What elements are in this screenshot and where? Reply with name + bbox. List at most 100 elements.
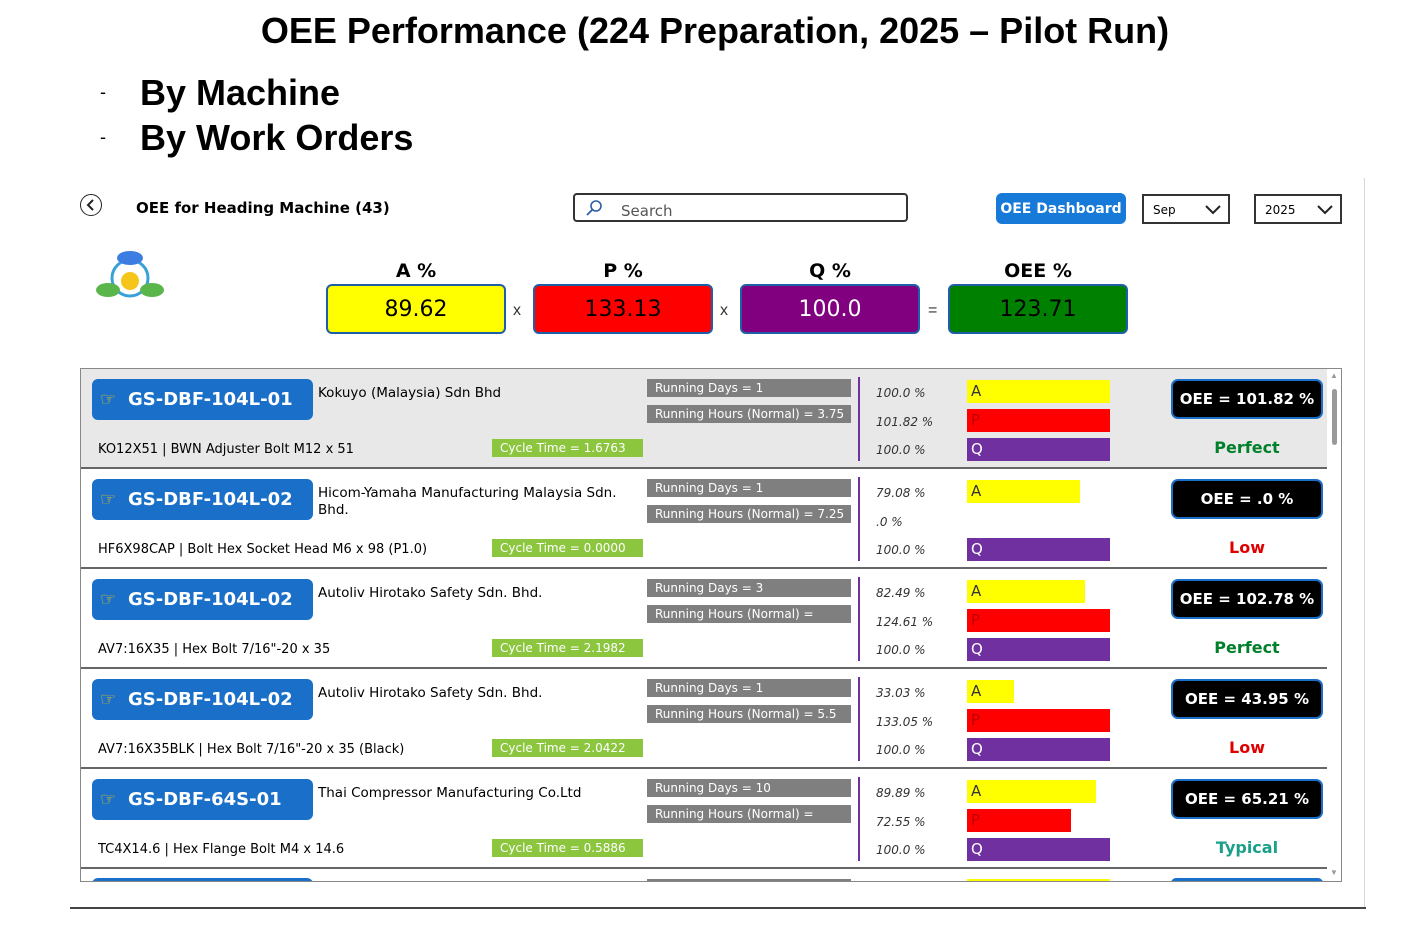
month-dropdown[interactable]: Sep bbox=[1142, 194, 1230, 224]
bullet-item: - By Machine bbox=[100, 70, 413, 115]
kpi-oee-value: 123.71 bbox=[948, 284, 1128, 334]
p-percent: 72.55 % bbox=[876, 815, 926, 829]
multiply-operator: x bbox=[513, 302, 521, 319]
a-percent: 89.89 % bbox=[876, 786, 926, 800]
running-days-badge: Running Days = 1 bbox=[647, 379, 851, 397]
cycle-time-badge: Cycle Time = 2.0422 bbox=[492, 739, 643, 757]
status-label: Perfect bbox=[1214, 438, 1280, 457]
part-description: AV7:16X35 | Hex Bolt 7/16"-20 x 35 bbox=[98, 642, 331, 657]
year-value: 2025 bbox=[1265, 203, 1296, 217]
cycle-time-badge: Cycle Time = 0.5886 bbox=[492, 839, 643, 857]
a-bar: A bbox=[967, 780, 1096, 803]
customer-name: Hicom-Yamaha Manufacturing Malaysia Sdn.… bbox=[318, 485, 617, 518]
table-row[interactable]: ☞GS-DBF-104L-01 Kokuyo (Malaysia) Sdn Bhd… bbox=[81, 369, 1327, 469]
multiply-operator: x bbox=[720, 302, 728, 319]
customer-name: Thai Compressor Manufacturing Co.Ltd bbox=[318, 785, 582, 801]
oee-value-box: OEE = 101.82 % bbox=[1171, 379, 1323, 419]
scroll-down-arrow[interactable]: ▼ bbox=[1330, 868, 1338, 877]
kpi-a-label: A % bbox=[395, 260, 437, 282]
table-row[interactable]: ☞ GS-DBF-104L-02 Autoliv Hirotako Safety S… bbox=[81, 669, 1327, 769]
q-bar: Q bbox=[967, 838, 1110, 861]
q-percent: 100.0 % bbox=[876, 543, 926, 557]
table-row[interactable]: ☞GS-DBF-104L-02 Autoliv Hirotako Safety S… bbox=[81, 569, 1327, 669]
customer-name: Autoliv Hirotako Safety Sdn. Bhd. bbox=[318, 685, 543, 701]
running-hours-badge: Running Hours (Normal) = 14.75 bbox=[647, 605, 851, 639]
a-bar: A bbox=[967, 580, 1085, 603]
running-hours-badge: Running Hours (Normal) = 7.25 bbox=[647, 505, 851, 523]
list-scrollbar[interactable]: ▲ ▼ bbox=[1328, 369, 1341, 881]
search-placeholder: Search bbox=[621, 202, 673, 220]
chevron-down-icon bbox=[1205, 205, 1221, 215]
pointing-hand-icon: ☞ bbox=[100, 589, 117, 610]
customer-name: Autoliv Hirotako Safety Sdn. Bhd. bbox=[318, 585, 543, 601]
a-percent: 100.0 % bbox=[876, 386, 926, 400]
pointing-hand-icon: ☞ bbox=[100, 789, 117, 810]
month-value: Sep bbox=[1153, 203, 1176, 217]
p-percent: 124.61 % bbox=[876, 615, 934, 629]
year-dropdown[interactable]: 2025 bbox=[1254, 194, 1342, 224]
kpi-oee-label: OEE % bbox=[1004, 260, 1072, 282]
bullet-text: By Machine bbox=[140, 71, 341, 113]
kpi-q-value: 100.0 bbox=[740, 284, 920, 334]
bullet-text: By Work Orders bbox=[140, 116, 414, 158]
bullet-marker: - bbox=[100, 82, 106, 102]
q-percent: 100.0 % bbox=[876, 843, 926, 857]
scroll-up-arrow[interactable]: ▲ bbox=[1330, 371, 1338, 380]
machine-button[interactable]: ☞ GS-DBF-64S-01 bbox=[92, 779, 313, 820]
next-row-peek bbox=[81, 869, 1327, 881]
oee-dashboard-button[interactable]: OEE Dashboard bbox=[996, 193, 1126, 224]
table-row[interactable]: ☞ GS-DBF-64S-01 Thai Compressor Manufactur… bbox=[81, 769, 1327, 869]
bullet-list: - By Machine - By Work Orders bbox=[100, 70, 413, 160]
oee-app-screen: OEE for Heading Machine (43) Search OEE … bbox=[70, 178, 1365, 908]
back-button[interactable] bbox=[80, 194, 102, 216]
kpi-q-label: Q % bbox=[809, 260, 851, 282]
oee-value-box: OEE = .0 % bbox=[1171, 479, 1323, 519]
running-hours-badge: Running Hours (Normal) = 5.5 bbox=[647, 705, 851, 723]
pointing-hand-icon: ☞ bbox=[100, 689, 117, 710]
q-percent: 100.0 % bbox=[876, 643, 926, 657]
q-bar: Q bbox=[967, 638, 1110, 661]
machine-button[interactable]: ☞ GS-DBF-104L-02 bbox=[92, 679, 313, 720]
divider bbox=[858, 477, 860, 561]
a-bar: A bbox=[967, 680, 1014, 703]
running-days-badge: Running Days = 1 bbox=[647, 679, 851, 697]
cycle-time-badge: Cycle Time = 2.1982 bbox=[492, 639, 643, 657]
cycle-time-badge: Cycle Time = 0.0000 bbox=[492, 539, 643, 557]
part-description: KO12X51 | BWN Adjuster Bolt M12 x 51 bbox=[98, 442, 354, 457]
search-input[interactable]: Search bbox=[573, 193, 908, 222]
bottom-rule bbox=[70, 907, 1366, 909]
app-frame-edge bbox=[1364, 178, 1365, 908]
kpi-p-label: P % bbox=[603, 260, 643, 282]
a-percent: 79.08 % bbox=[876, 486, 926, 500]
p-percent: .0 % bbox=[876, 515, 903, 529]
status-label: Low bbox=[1229, 738, 1265, 757]
status-label: Perfect bbox=[1214, 638, 1280, 657]
q-bar: Q bbox=[967, 438, 1110, 461]
bullet-marker: - bbox=[100, 127, 106, 147]
oee-value-box: OEE = 102.78 % bbox=[1171, 579, 1323, 619]
machine-id: GS-DBF-64S-01 bbox=[128, 789, 282, 810]
scroll-thumb[interactable] bbox=[1332, 389, 1337, 445]
equals-operator: = bbox=[928, 302, 938, 319]
screen-title: OEE for Heading Machine (43) bbox=[136, 199, 390, 217]
machine-id: GS-DBF-104L-01 bbox=[128, 389, 293, 410]
q-percent: 100.0 % bbox=[876, 443, 926, 457]
p-bar: P bbox=[967, 409, 1110, 432]
machine-id: GS-DBF-104L-02 bbox=[128, 689, 293, 710]
divider bbox=[858, 777, 860, 861]
machine-button[interactable]: ☞GS-DBF-104L-01 bbox=[92, 379, 313, 420]
customer-name: Kokuyo (Malaysia) Sdn Bhd bbox=[318, 385, 502, 401]
cycle-time-badge: Cycle Time = 1.6763 bbox=[492, 439, 643, 457]
oee-value-box: OEE = 65.21 % bbox=[1171, 779, 1323, 819]
q-bar: Q bbox=[967, 738, 1110, 761]
a-bar: A bbox=[967, 480, 1080, 503]
p-percent: 133.05 % bbox=[876, 715, 934, 729]
slide-title: OEE Performance (224 Preparation, 2025 –… bbox=[260, 10, 1170, 51]
chevron-left-icon bbox=[86, 199, 94, 211]
machine-button[interactable]: ☞GS-DBF-104L-02 bbox=[92, 479, 313, 520]
oee-cycle-logo bbox=[96, 251, 164, 298]
machine-button[interactable]: ☞GS-DBF-104L-02 bbox=[92, 579, 313, 620]
p-bar: P bbox=[967, 609, 1110, 632]
